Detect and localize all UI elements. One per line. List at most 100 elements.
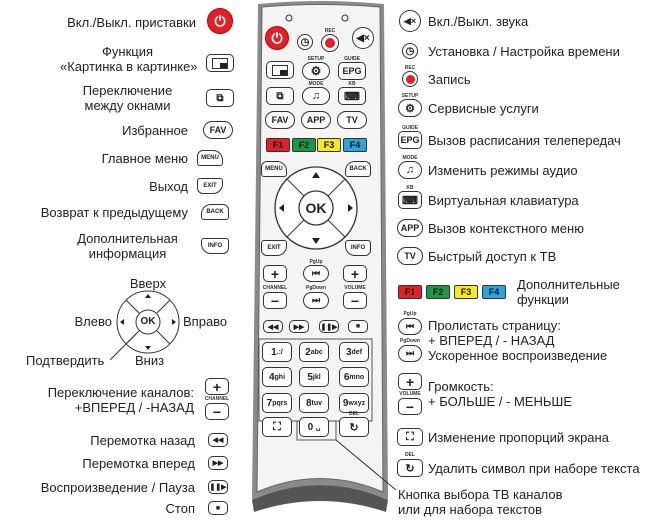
label-playpause: Воспроизведение / Пауза bbox=[40, 480, 195, 495]
dpad-left[interactable] bbox=[277, 195, 297, 221]
label-kb: Виртуальная клавиатура bbox=[428, 193, 579, 208]
label-line: Функция bbox=[102, 44, 153, 59]
exit-icon: EXIT bbox=[197, 178, 223, 194]
f4-button[interactable]: F4 bbox=[343, 138, 367, 152]
menu-button[interactable]: MENU bbox=[261, 161, 287, 177]
dpad-down[interactable] bbox=[300, 228, 332, 248]
letters: wxyz bbox=[348, 399, 366, 407]
channel-down-button[interactable]: − bbox=[263, 292, 287, 309]
label-ff: Перемотка вперед bbox=[82, 456, 195, 471]
rec-icon-label: REC bbox=[404, 65, 416, 71]
back-button[interactable]: BACK bbox=[345, 161, 371, 177]
mute-icon: ◀× bbox=[399, 10, 421, 32]
label-line: между окнами bbox=[84, 98, 171, 113]
mode-button[interactable]: ♫ bbox=[302, 87, 330, 105]
volume-minus-icon: − bbox=[398, 398, 422, 415]
aspect-button[interactable]: ⛶ bbox=[262, 417, 292, 437]
digit-0-button[interactable]: 0 ␣ bbox=[299, 417, 329, 437]
rec-key-label: REC bbox=[324, 28, 336, 34]
play-pause-button[interactable]: ❚❚▶ bbox=[319, 320, 339, 333]
rewind-button[interactable]: ◀◀ bbox=[263, 320, 283, 333]
label-mode: Изменить режимы аудио bbox=[428, 163, 578, 178]
fast-forward-button[interactable]: ▶▶ bbox=[289, 320, 309, 333]
dpad-right[interactable] bbox=[335, 195, 355, 221]
letters: .:/ bbox=[276, 348, 283, 356]
menu-icon: MENU bbox=[197, 150, 223, 166]
mode-key-label: MODE bbox=[308, 81, 324, 87]
dpad-up[interactable] bbox=[300, 168, 332, 188]
label-line: Дополнительные bbox=[517, 277, 620, 292]
label-up: Вверх bbox=[129, 276, 167, 291]
label-rewind: Перемотка назад bbox=[90, 433, 195, 448]
fast-forward-icon: ▶▶ bbox=[208, 456, 228, 470]
digit: 6 bbox=[343, 371, 350, 383]
epg-button[interactable]: EPG bbox=[338, 62, 366, 80]
pip-button[interactable] bbox=[266, 61, 294, 79]
del-button[interactable]: ↻ bbox=[339, 417, 369, 437]
label-left: Влево bbox=[74, 314, 112, 329]
exit-button[interactable]: EXIT bbox=[261, 240, 287, 256]
digit: 0 bbox=[307, 421, 314, 433]
app-button[interactable]: APP bbox=[301, 111, 331, 129]
label-line: «Картинка в картинке» bbox=[60, 59, 198, 74]
pgdown-icon-label: PgDown bbox=[400, 338, 420, 344]
volume-down-button[interactable]: − bbox=[343, 292, 367, 309]
channel-plus-icon: + bbox=[205, 378, 229, 395]
label-right: Вправо bbox=[183, 314, 228, 329]
f2-button[interactable]: F2 bbox=[292, 138, 316, 152]
channel-up-button[interactable]: + bbox=[263, 265, 287, 282]
label-line: + ВПЕРЕД / - НАЗАД bbox=[428, 333, 555, 348]
digit-1-button[interactable]: 1.:/ bbox=[262, 342, 292, 362]
volume-icon-label: VOLUME bbox=[399, 391, 421, 397]
digit: 9 bbox=[342, 397, 349, 409]
rec-button[interactable] bbox=[321, 34, 339, 52]
swap-windows-button[interactable]: ⧉ bbox=[266, 87, 294, 105]
pgup-key-label: PgUp bbox=[309, 259, 323, 265]
power-button[interactable]: ⏻ bbox=[265, 26, 289, 50]
label-app: Вызов контекстного меню bbox=[428, 221, 584, 236]
letters: mno bbox=[349, 373, 365, 381]
aspect-icon: ⛶ bbox=[397, 428, 423, 446]
keyboard-button[interactable]: ⌨ bbox=[338, 87, 366, 105]
clock-button[interactable]: ◷ bbox=[297, 34, 313, 50]
f3-button[interactable]: F3 bbox=[317, 138, 341, 152]
info-icon: INFO bbox=[201, 238, 229, 254]
remote-dpad bbox=[274, 166, 358, 250]
label-line: Дополнительная bbox=[77, 231, 178, 246]
label-rec: Запись bbox=[428, 72, 471, 87]
app-icon: APP bbox=[397, 219, 423, 237]
label-volume: Громкость:+ БОЛЬШЕ / - МЕНЬШЕ bbox=[428, 379, 572, 409]
clock-icon: ◷ bbox=[402, 43, 418, 59]
letters: def bbox=[351, 348, 363, 356]
letters: ghi bbox=[274, 373, 286, 381]
pgup-button[interactable]: ⏮ bbox=[303, 265, 329, 282]
f1-icon: F1 bbox=[398, 285, 422, 299]
info-button[interactable]: INFO bbox=[345, 240, 371, 256]
stop-button[interactable]: ■ bbox=[348, 320, 368, 333]
keyboard-icon: ⌨ bbox=[398, 191, 422, 209]
letters: abc bbox=[310, 348, 323, 356]
tv-button[interactable]: TV bbox=[337, 111, 367, 129]
pgdown-button[interactable]: ⏭ bbox=[303, 292, 329, 309]
fav-button[interactable]: FAV bbox=[265, 111, 295, 129]
kb-key-label: KB bbox=[348, 81, 356, 87]
mute-button[interactable]: ◀× bbox=[352, 27, 374, 49]
digit: 7 bbox=[266, 397, 273, 409]
rec-icon bbox=[402, 71, 418, 87]
f2-icon: F2 bbox=[426, 285, 450, 299]
f1-button[interactable]: F1 bbox=[266, 138, 290, 152]
del-icon-label: DEL bbox=[405, 452, 415, 458]
ok-button[interactable]: OK bbox=[305, 200, 327, 216]
setup-button[interactable]: ⚙ bbox=[302, 62, 330, 80]
label-line: Ускоренное воспроизведение bbox=[428, 348, 608, 363]
volume-up-button[interactable]: + bbox=[343, 265, 367, 282]
volume-plus-icon: + bbox=[398, 373, 422, 390]
